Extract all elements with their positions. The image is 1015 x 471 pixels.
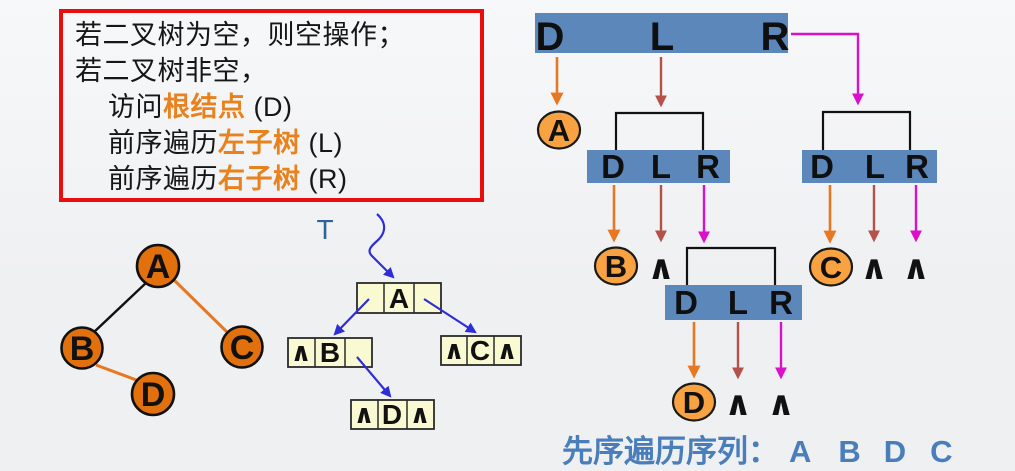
algo-highlight-root: 根结点: [163, 92, 246, 122]
dlr-l: L: [728, 284, 748, 321]
sequence-item-2: B: [838, 434, 861, 469]
dlr-r: R: [905, 148, 929, 185]
bracket-b-right-subtree: [685, 246, 777, 285]
list-node-d-data: D: [382, 399, 402, 430]
example-binary-tree: A B C D: [60, 243, 264, 417]
arrow-recurse-right: [791, 32, 864, 106]
visited-node-b-label: B: [605, 249, 627, 284]
list-node-b: ∧ B: [287, 337, 373, 368]
tree-node-d: [130, 371, 176, 417]
algo-text: 前序遍历: [108, 164, 218, 194]
preorder-sequence: 先序遍历序列： A B D C: [562, 426, 953, 471]
sequence-item-4: C: [930, 434, 953, 469]
dlr-bar-level2-right-rect: [802, 150, 937, 183]
dlr-d: D: [674, 284, 698, 321]
tree-node-a-label: A: [146, 248, 171, 286]
algo-line-2: 若二叉树非空，: [75, 53, 480, 89]
list-node-a: A: [356, 282, 442, 314]
list-node-d-box: [350, 399, 435, 430]
list-node-d-left-null: ∧: [353, 400, 374, 430]
visited-node-d-label: D: [683, 385, 705, 420]
dlr-bar-level3-rect: [665, 285, 802, 320]
algo-text: (L): [300, 128, 343, 158]
dlr-d: D: [601, 148, 625, 185]
null-symbol: ∧: [860, 248, 888, 288]
visited-node-b: [593, 246, 639, 286]
dlr-d: D: [810, 148, 834, 185]
list-node-b-left-null: ∧: [290, 338, 311, 368]
dlr-r: R: [696, 148, 720, 185]
algo-text: 访问: [108, 92, 163, 122]
dlr-bar-level1: D L R: [535, 13, 790, 59]
list-node-b-data: B: [320, 337, 340, 368]
algo-highlight-right: 右子树: [218, 164, 301, 194]
dlr-d: D: [536, 15, 565, 59]
algo-text: (D): [245, 92, 293, 122]
null-symbol: ∧: [767, 384, 795, 424]
algo-highlight-left: 左子树: [218, 128, 301, 158]
tree-edge-a-b: [92, 281, 148, 334]
list-node-c-box: [440, 335, 522, 366]
tree-node-d-label: D: [141, 376, 166, 414]
algo-text: 若二叉树为空，则空操作；: [75, 20, 405, 50]
dlr-bar-level3: D L R: [665, 284, 802, 321]
null-symbol: ∧: [902, 248, 930, 288]
tree-node-b-label: B: [70, 330, 95, 368]
dlr-l: L: [650, 15, 674, 59]
pointer-b-right: [356, 356, 392, 398]
list-node-c: ∧ C ∧: [440, 335, 522, 366]
visited-node-d: [671, 382, 717, 422]
bracket-right-subtree: [821, 110, 912, 150]
algo-line-4: 前序遍历左子树 (L): [75, 125, 480, 161]
algo-line-5: 前序遍历右子树 (R): [75, 161, 480, 197]
visited-node-c: [808, 247, 854, 287]
algorithm-box: 若二叉树为空，则空操作； 若二叉树非空， 访问根结点 (D) 前序遍历左子树 (…: [59, 9, 484, 202]
dlr-bar-level2-right: D L R: [802, 148, 937, 185]
tree-node-c: [220, 325, 264, 369]
tree-node-c-label: C: [230, 329, 255, 367]
null-symbol: ∧: [724, 384, 752, 424]
root-pointer-arrow: [368, 213, 395, 279]
sequence-label: 先序遍历序列：: [562, 434, 779, 469]
list-node-d: ∧ D ∧: [350, 399, 435, 430]
visited-node-a: [536, 110, 582, 150]
linked-list-representation: T A ∧ B: [287, 213, 522, 430]
tree-edge-a-c: [172, 278, 230, 335]
dlr-bar-level2-left-rect: [587, 150, 730, 183]
dlr-l: L: [651, 148, 671, 185]
visited-node-c-label: C: [820, 250, 842, 285]
list-node-c-left-null: ∧: [443, 336, 464, 366]
list-node-b-box: [287, 337, 373, 368]
tree-edge-b-d: [95, 363, 140, 383]
traversal-diagram: D L R A D L R B ∧: [535, 13, 937, 424]
dlr-bar-level1-rect: [535, 13, 788, 53]
pointer-a-left: [333, 298, 370, 336]
sequence-item-1: A: [789, 434, 812, 469]
root-pointer-label: T: [316, 214, 333, 245]
tree-node-b: [60, 326, 104, 370]
list-node-c-right-null: ∧: [496, 336, 517, 366]
tree-node-a: [135, 243, 181, 289]
bracket-left-subtree: [614, 111, 705, 150]
algo-text: 前序遍历: [108, 128, 218, 158]
algo-text: (R): [300, 164, 348, 194]
list-node-d-right-null: ∧: [409, 400, 430, 430]
list-node-a-data: A: [389, 283, 409, 314]
algo-line-1: 若二叉树为空，则空操作；: [75, 17, 480, 53]
list-node-c-data: C: [470, 335, 490, 366]
sequence-item-3: D: [883, 434, 907, 469]
dlr-r: R: [761, 15, 790, 59]
dlr-r: R: [769, 284, 793, 321]
null-symbol: ∧: [647, 248, 675, 288]
list-node-a-box: [356, 282, 442, 314]
dlr-bar-level2-left: D L R: [587, 148, 730, 185]
dlr-l: L: [865, 148, 885, 185]
visited-node-a-label: A: [548, 113, 570, 148]
algo-text: 若二叉树非空，: [75, 56, 268, 86]
algo-line-3: 访问根结点 (D): [75, 89, 480, 125]
pointer-a-right: [423, 298, 477, 334]
